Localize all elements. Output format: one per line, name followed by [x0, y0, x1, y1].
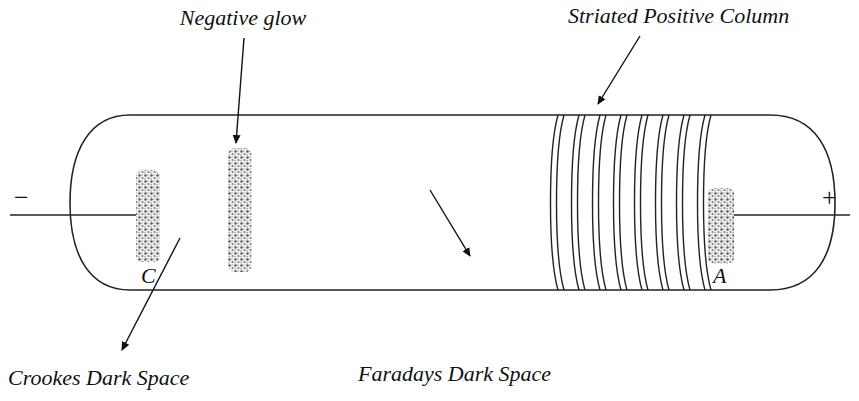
part-label: Negative glow	[180, 6, 306, 30]
striation-line	[593, 115, 607, 290]
striation-line	[572, 115, 586, 290]
leader-arrow	[122, 238, 180, 350]
terminal-sign: −	[14, 184, 29, 213]
striation-line	[677, 115, 691, 290]
striation-line	[551, 115, 565, 290]
part-label: Crookes Dark Space	[8, 366, 189, 390]
electrode-letter: A	[713, 264, 726, 288]
electrode-letter: C	[141, 264, 156, 288]
negative-glow	[228, 148, 252, 272]
striation-line	[698, 115, 712, 290]
glass-tube	[70, 115, 835, 290]
striation-line	[656, 115, 670, 290]
terminal-sign: +	[822, 184, 837, 213]
striations	[551, 115, 712, 290]
part-label: Faradays Dark Space	[358, 362, 551, 386]
cathode-wire	[10, 214, 137, 215]
part-label: Striated Positive Column	[568, 4, 789, 28]
leader-arrow	[430, 190, 470, 256]
striation-line	[614, 115, 628, 290]
anode	[708, 188, 734, 264]
leader-arrow	[598, 36, 640, 104]
leader-arrow	[236, 38, 244, 143]
cathode	[136, 170, 160, 262]
striation-line	[635, 115, 649, 290]
anode-wire	[733, 214, 850, 215]
